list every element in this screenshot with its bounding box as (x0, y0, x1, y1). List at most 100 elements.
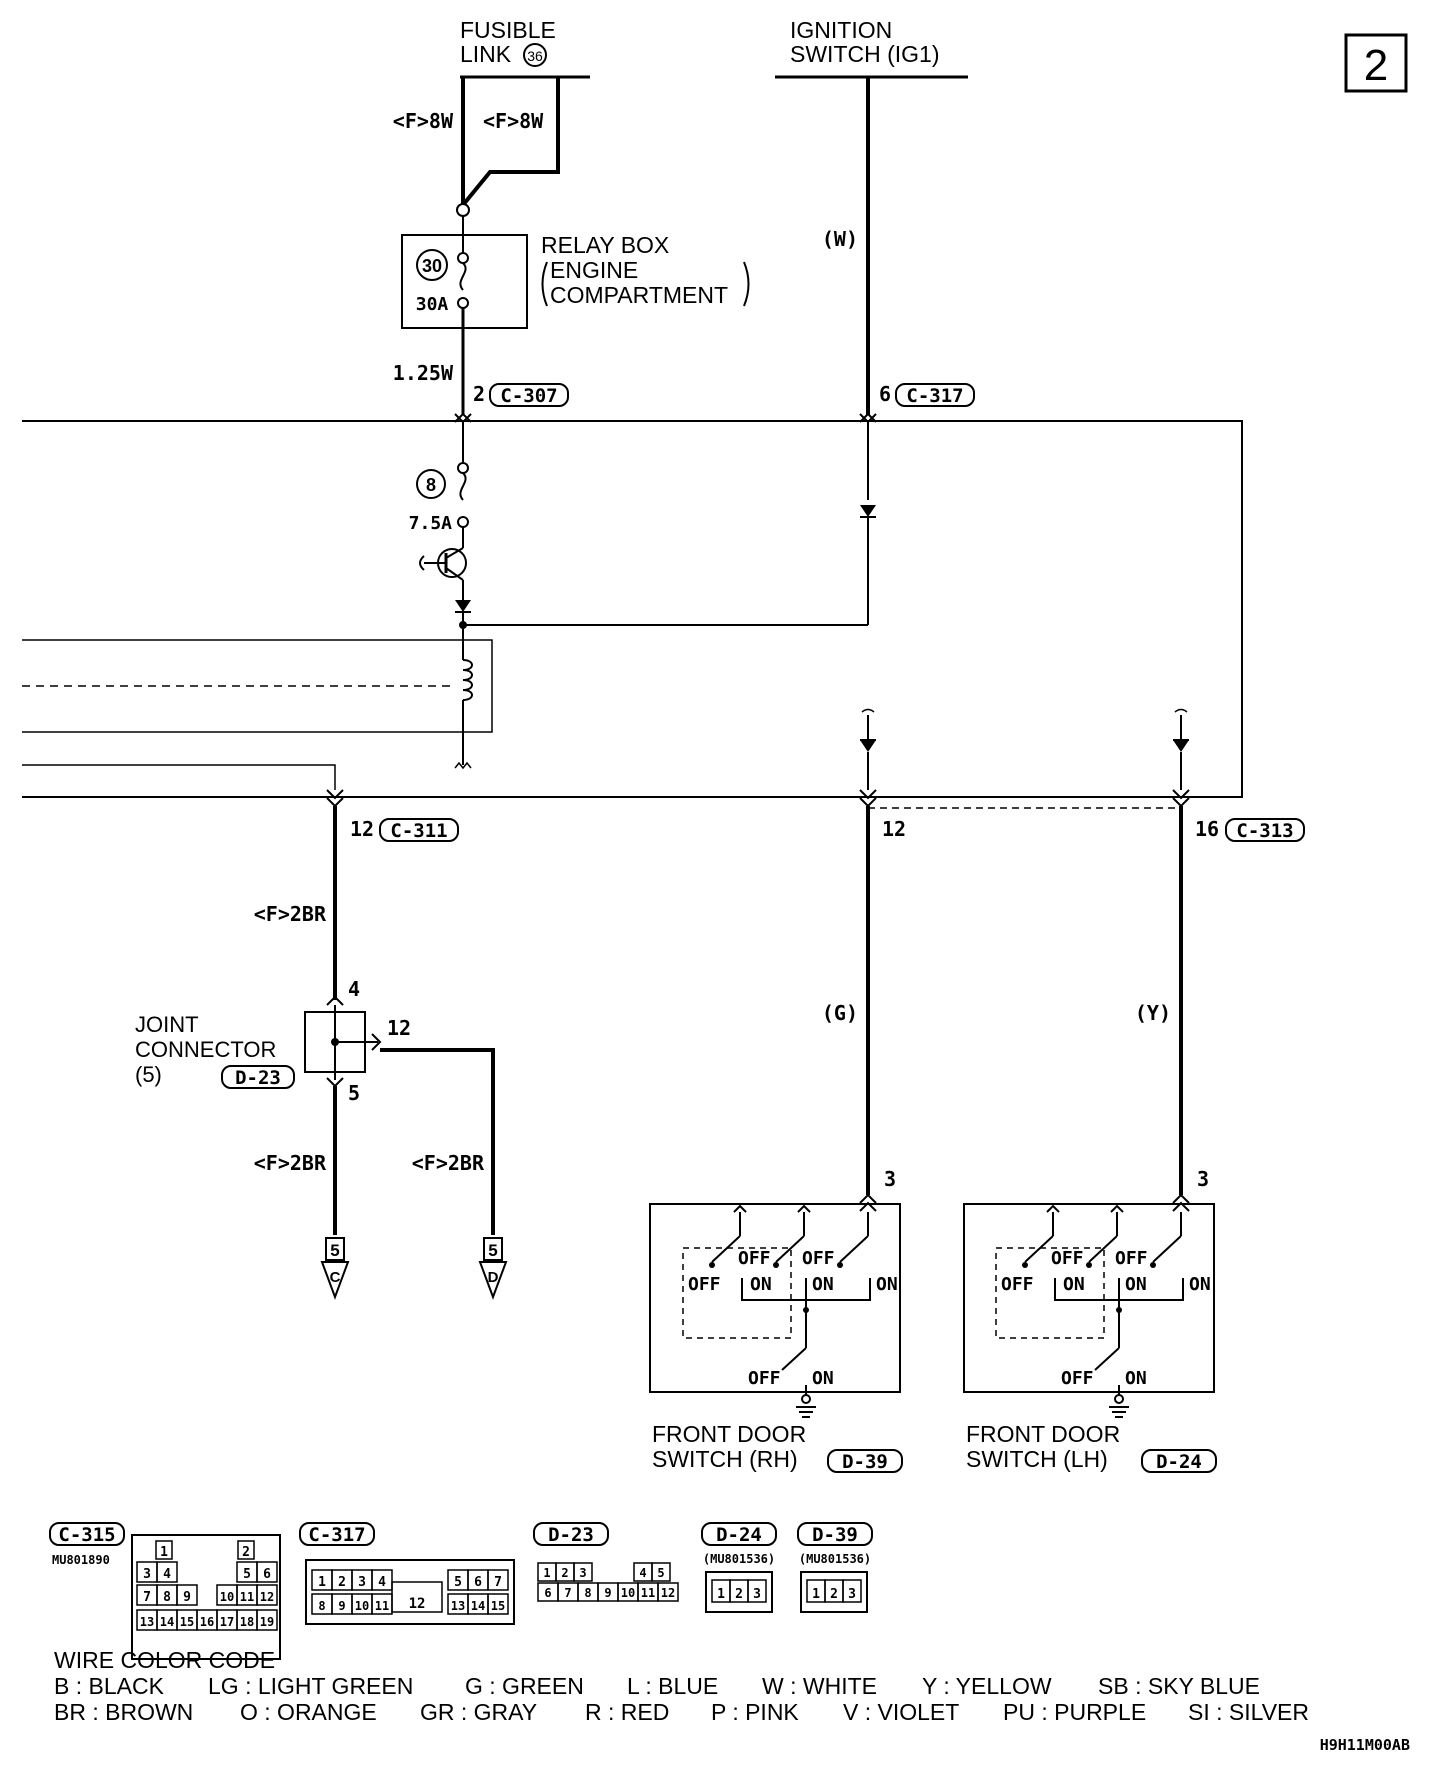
d23-pin-label: 8 (584, 1586, 591, 1600)
wire-internal-c311 (22, 764, 336, 790)
d24-pin-label: 3 (753, 1587, 761, 1602)
lh-off-label-3: OFF (1115, 1248, 1148, 1269)
rh-ground-terminal (801, 1394, 811, 1404)
c315-pin-2 (237, 1540, 255, 1560)
c317-pin (487, 1593, 509, 1615)
c315-pin (156, 1561, 178, 1583)
d39-pin-label: 1 (812, 1587, 820, 1602)
d23-pin-label: 11 (641, 1586, 655, 1600)
wire-color-code-entry: V : VIOLET (843, 1699, 959, 1725)
rh-on-label-3: ON (876, 1274, 898, 1295)
front-door-switch-rh: OFF OFF OFF ON ON ON OFF ON (649, 1193, 901, 1418)
fusible-link-label-2: LINK (460, 41, 512, 67)
c315-pin (176, 1584, 198, 1606)
c317-pin-label: 1 (318, 1575, 326, 1590)
d24-view-badge (701, 1522, 777, 1546)
c317-id: C-317 (906, 385, 963, 407)
wire-label-c311: <F>2BR (254, 902, 327, 926)
lh-pin3: 3 (1197, 1167, 1209, 1191)
fuse30-number-circle (416, 249, 448, 281)
joint-connector-label-2: CONNECTOR (135, 1037, 276, 1062)
c317-pin-label: 11 (375, 1599, 389, 1613)
wire-color-code-entry: R : RED (585, 1699, 669, 1725)
c315-pin (256, 1561, 278, 1583)
d39-housing (800, 1571, 868, 1613)
c315-pin-label: 5 (243, 1567, 251, 1582)
c317-pin-label: 12 (409, 1596, 426, 1612)
d39-view-badge (797, 1522, 873, 1546)
fuse30-element (459, 262, 467, 291)
offpage-c-page-box (325, 1237, 345, 1261)
d23-pin-label: 7 (564, 1586, 571, 1600)
c315-pin-label: 9 (183, 1590, 191, 1605)
wire-label-d23-5: <F>2BR (254, 1151, 327, 1175)
transistor-emitter (445, 567, 464, 581)
lh-off-1 (1022, 1262, 1028, 1268)
wire-color-code-entry: O : ORANGE (240, 1699, 377, 1725)
lh-sw3-blade (1152, 1235, 1182, 1263)
d23-pin-label: 10 (621, 1586, 635, 1600)
rh-on-label-1: ON (750, 1274, 772, 1295)
c307-terminal (454, 412, 472, 424)
lh-off-label-1: OFF (1001, 1274, 1034, 1295)
joint-connector-label: JOINT (135, 1012, 199, 1037)
c317-view-badge (299, 1522, 375, 1546)
offpage-d-letter: D (488, 1269, 499, 1286)
relay-box-label: RELAY BOX (541, 232, 669, 258)
d39-badge (827, 1449, 903, 1473)
fuse8-element (459, 472, 467, 501)
c317-housing (305, 1559, 515, 1625)
d23-badge (221, 1065, 295, 1089)
c315-pin-1 (155, 1540, 173, 1560)
rh-sw2-blade (775, 1235, 805, 1263)
d24-pin-label: 2 (735, 1587, 743, 1602)
lh-master-on: ON (1125, 1368, 1147, 1389)
c317-pin (391, 1581, 443, 1613)
c317-pin-label: 3 (358, 1575, 366, 1590)
wire-color-code-entry: L : BLUE (627, 1673, 718, 1699)
lh-master-off: OFF (1061, 1368, 1094, 1389)
c313-badge (1225, 818, 1305, 842)
wire-color-code-entry: GR : GRAY (420, 1699, 537, 1725)
d24-pin-label: 1 (717, 1587, 725, 1602)
c315-pin-label: 15 (180, 1615, 194, 1629)
wire-color-code-entry: B : BLACK (54, 1673, 165, 1699)
d23-pin-label: 4 (639, 1566, 646, 1580)
wire-fl-right (461, 77, 560, 207)
rh-master-on: ON (812, 1368, 834, 1389)
c315-pin-label: 11 (240, 1590, 254, 1604)
lh-unused-terminals (1046, 1204, 1124, 1213)
c315-pin-label: 10 (220, 1590, 234, 1604)
offpage-c-arrow (320, 1261, 350, 1300)
d24-housing (705, 1571, 773, 1613)
figure-code: H9H11M00AB (1320, 1736, 1410, 1754)
lh-off-2 (1086, 1262, 1092, 1268)
c307-id: C-307 (500, 385, 557, 407)
d39-pin-label: 3 (848, 1587, 856, 1602)
d23-pin (651, 1562, 671, 1582)
rh-switch-box (649, 1203, 901, 1393)
lh-switch-box (963, 1203, 1215, 1393)
rh-off-2 (773, 1262, 779, 1268)
wire-to-page5-d (380, 1048, 495, 1235)
wire-color-code-entry: SI : SILVER (1188, 1699, 1309, 1725)
lh-switch-terminal (1172, 1193, 1190, 1212)
d23-view-id: D-23 (548, 1524, 594, 1546)
relay-box-bracket-left (541, 261, 548, 307)
fuse8-terminal-b (457, 516, 469, 528)
d23-pin-label: 6 (544, 1586, 551, 1600)
wire-label-lh: (Y) (1135, 1001, 1171, 1025)
d23-pin4: 4 (348, 977, 360, 1001)
d23-pin12-terminal (371, 1033, 382, 1051)
wire-label-ignition: (W) (822, 227, 858, 251)
wire-color-code-entry: Y : YELLOW (922, 1673, 1052, 1699)
rh-unused-terminals (733, 1204, 811, 1213)
fusible-link-label: FUSIBLE (460, 17, 556, 43)
relay-block-outline (22, 639, 493, 733)
lh-input-break (1174, 708, 1188, 713)
c317-pin-label: 14 (471, 1599, 485, 1613)
ignition-switch-label: IGNITION (790, 17, 892, 43)
d39-id: D-39 (842, 1451, 888, 1473)
d39-pin-label: 2 (830, 1587, 838, 1602)
fuse30-terminal-b (457, 297, 469, 309)
